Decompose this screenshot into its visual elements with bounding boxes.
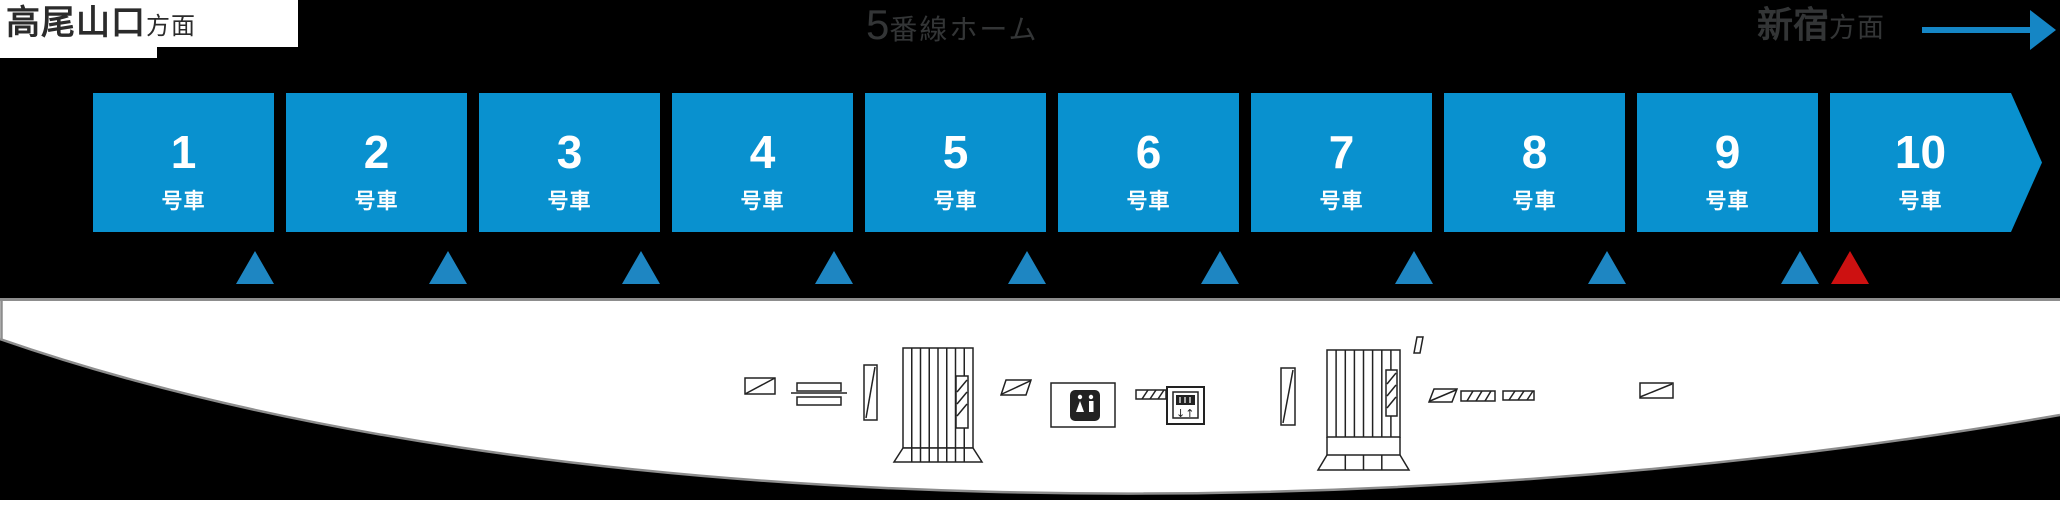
left-direction-station: 高尾山口: [6, 4, 146, 42]
car-suffix: 号車: [1126, 190, 1171, 213]
escalator-steps-icon: [791, 382, 847, 406]
right-direction-suffix: 方面: [1829, 13, 1886, 43]
car-suffix: 号車: [1512, 190, 1557, 213]
car-4: 4 号車: [672, 93, 853, 232]
car-suffix: 号車: [740, 190, 785, 213]
door-marker-blue: [1588, 251, 1626, 284]
door-marker-red: [1831, 251, 1869, 284]
door-marker-blue: [622, 251, 660, 284]
right-arrow-icon: [2030, 10, 2056, 50]
door-marker-blue: [236, 251, 274, 284]
left-direction-label-step: [0, 47, 157, 58]
hatched-bar-icon: [1135, 389, 1167, 400]
car-number: 9: [1714, 126, 1741, 178]
door-marker-blue: [1201, 251, 1239, 284]
escalator-icon: [1639, 382, 1674, 399]
platform-number-suffix: 番線ホーム: [889, 14, 1039, 45]
car-number: 1: [170, 126, 197, 178]
hatched-bar-icon: [1502, 390, 1535, 401]
escalator-icon: [1427, 388, 1459, 403]
car-7: 7 号車: [1251, 93, 1432, 232]
svg-text:↓↑: ↓↑: [1176, 407, 1194, 420]
car-10: 10 号車: [1830, 93, 2042, 232]
car-number: 3: [556, 126, 583, 178]
car-suffix: 号車: [1898, 190, 1943, 213]
door-marker-blue: [1395, 251, 1433, 284]
car-suffix: 号車: [933, 190, 978, 213]
escalator-narrow-icon: [1280, 367, 1296, 426]
flag-icon: [1413, 336, 1424, 354]
stairs-icon: [1316, 349, 1411, 471]
car-suffix: 号車: [1705, 190, 1750, 213]
left-direction-suffix: 方面: [146, 13, 196, 40]
left-direction-label: 高尾山口 方面: [0, 0, 298, 47]
right-direction-station: 新宿: [1757, 4, 1830, 45]
car-suffix: 号車: [1319, 190, 1364, 213]
door-marker-blue: [1008, 251, 1046, 284]
car-8: 8 号車: [1444, 93, 1625, 232]
escalator-icon: [999, 379, 1033, 396]
toilet-icon: [1050, 382, 1116, 428]
platform-number: 5: [866, 1, 890, 48]
car-number: 8: [1521, 126, 1548, 178]
car-3: 3 号車: [479, 93, 660, 232]
platform-number-label: 5 番線ホーム: [866, 0, 1039, 50]
door-marker-blue: [815, 251, 853, 284]
car-suffix: 号車: [547, 190, 592, 213]
car-number: 6: [1135, 126, 1162, 178]
right-direction-label: 新宿 方面: [1757, 0, 1885, 50]
car-number: 5: [942, 126, 969, 178]
platform-shape: [0, 298, 2060, 495]
stairs-icon: [892, 347, 984, 463]
car-2: 2 号車: [286, 93, 467, 232]
right-arrow-icon: [1922, 27, 2030, 33]
car-6: 6 号車: [1058, 93, 1239, 232]
car-1: 1 号車: [93, 93, 274, 232]
escalator-icon: [744, 377, 776, 395]
car-number: 4: [749, 126, 776, 178]
car-9: 9 号車: [1637, 93, 1818, 232]
door-marker-blue: [429, 251, 467, 284]
escalator-narrow-icon: [863, 364, 878, 421]
car-number: 2: [363, 126, 390, 178]
hatched-bar-icon: [1460, 390, 1496, 402]
car-number: 10: [1894, 126, 1947, 178]
car-5: 5 号車: [865, 93, 1046, 232]
door-marker-blue: [1781, 251, 1819, 284]
bottom-strip: [0, 500, 2060, 522]
car-suffix: 号車: [161, 190, 206, 213]
car-number: 7: [1328, 126, 1355, 178]
elevator-icon: ↓↑: [1166, 386, 1205, 425]
car-suffix: 号車: [354, 190, 399, 213]
